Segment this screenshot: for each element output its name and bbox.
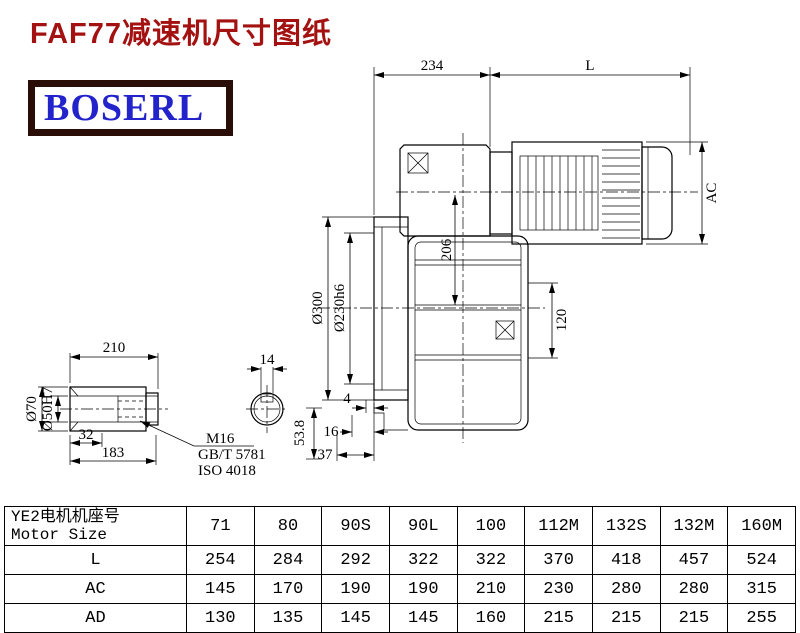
value-cell: 135 <box>253 603 323 633</box>
thread-standard-iso-label: ISO 4018 <box>198 463 256 479</box>
value-cell: 254 <box>186 545 255 575</box>
page-title: FAF77减速机尺寸图纸 <box>30 18 333 50</box>
value-cell: 524 <box>727 545 796 575</box>
dim-14-label: 14 <box>260 352 276 368</box>
dim-bottom-offsets: 4 16 37 53.8 <box>292 391 388 463</box>
row-label-AD: AD <box>4 603 187 633</box>
motor-frame-90L: 90L <box>388 506 458 546</box>
value-cell: 145 <box>321 603 390 633</box>
dim-206-label: 206 <box>439 238 455 261</box>
table-row-L: L 254 284 292 322 322 370 418 457 524 <box>4 545 796 575</box>
dim-183-label: 183 <box>102 445 125 461</box>
value-cell: 322 <box>388 545 458 575</box>
motor <box>489 141 673 245</box>
motor-frame-112M: 112M <box>524 506 593 546</box>
dim-53-8-label: 53.8 <box>292 420 308 446</box>
motor-frame-90S: 90S <box>321 506 390 546</box>
output-shaft-detail <box>69 386 159 432</box>
value-cell: 418 <box>591 545 661 575</box>
dim-AC: AC <box>646 141 720 245</box>
motor-size-header-en: Motor Size <box>11 526 108 544</box>
motor-size-header-cn: YE2电机机座号 <box>11 507 120 526</box>
row-label-L: L <box>4 545 187 575</box>
value-cell: 322 <box>456 545 526 575</box>
value-cell: 190 <box>388 574 458 604</box>
value-cell: 255 <box>727 603 796 633</box>
dim-230h6-label: Ø230h6 <box>332 283 348 332</box>
dim-50H7-label: Ø50H7 <box>40 386 56 431</box>
dim-206: 206 <box>439 195 458 305</box>
value-cell: 170 <box>253 574 323 604</box>
value-cell: 160 <box>456 603 526 633</box>
dim-flange-diameters: Ø300 Ø230h6 <box>310 216 374 401</box>
value-cell: 457 <box>659 545 729 575</box>
dim-70-label: Ø70 <box>24 396 40 422</box>
motor-frame-132M: 132M <box>659 506 729 546</box>
value-cell: 370 <box>524 545 593 575</box>
value-cell: 230 <box>524 574 593 604</box>
dim-16-label: 16 <box>324 424 340 440</box>
dim-32-label: 32 <box>79 427 94 443</box>
dim-37-label: 37 <box>318 447 334 463</box>
shaft-end-view <box>250 392 284 426</box>
value-cell: 315 <box>727 574 796 604</box>
motor-dimension-table: YE2电机机座号 Motor Size 71 80 90S 90L 100 11… <box>4 506 796 633</box>
motor-size-header-cell: YE2电机机座号 Motor Size <box>4 506 187 546</box>
motor-frame-160M: 160M <box>727 506 796 546</box>
dim-300-label: Ø300 <box>310 291 326 324</box>
value-cell: 190 <box>321 574 390 604</box>
value-cell: 215 <box>591 603 661 633</box>
motor-frame-132S: 132S <box>591 506 661 546</box>
dim-120: 120 <box>528 282 570 359</box>
gearbox-dimension-drawing: 234 L AC 206 Ø300 Ø230h6 120 <box>24 58 720 479</box>
table-row-AC: AC 145 170 190 190 210 230 280 280 315 <box>4 574 796 604</box>
thread-standard-gb-label: GB/T 5781 <box>198 447 266 463</box>
table-header-row: YE2电机机座号 Motor Size 71 80 90S 90L 100 11… <box>4 506 796 546</box>
value-cell: 292 <box>321 545 390 575</box>
dim-shaft-detail: 210 Ø70 Ø50H7 32 183 M16 GB/T 5781 ISO 4… <box>24 340 266 479</box>
row-label-AC: AC <box>4 574 187 604</box>
value-cell: 145 <box>186 574 255 604</box>
value-cell: 210 <box>456 574 526 604</box>
dim-AC-label: AC <box>704 183 720 204</box>
motor-frame-71: 71 <box>186 506 255 546</box>
thread-M16-label: M16 <box>206 431 235 447</box>
gearbox-housing <box>399 144 529 431</box>
value-cell: 215 <box>524 603 593 633</box>
boserl-logo: BOSERL <box>28 80 233 136</box>
dim-234-label: 234 <box>421 58 444 74</box>
dim-4-label: 4 <box>343 391 351 407</box>
dim-120-label: 120 <box>554 309 570 332</box>
value-cell: 284 <box>253 545 323 575</box>
center-lines <box>60 133 698 443</box>
table-row-AD: AD 130 135 145 145 160 215 215 215 255 <box>4 603 796 633</box>
value-cell: 145 <box>388 603 458 633</box>
value-cell: 280 <box>659 574 729 604</box>
mounting-flange <box>373 216 409 431</box>
motor-frame-80: 80 <box>253 506 323 546</box>
motor-frame-100: 100 <box>456 506 526 546</box>
value-cell: 130 <box>186 603 255 633</box>
dim-210-label: 210 <box>103 340 126 356</box>
value-cell: 215 <box>659 603 729 633</box>
dim-keyway-14: 14 <box>247 352 287 393</box>
value-cell: 280 <box>591 574 661 604</box>
dim-234-L: 234 L <box>373 58 691 215</box>
boserl-logo-text: BOSERL <box>44 87 205 129</box>
dim-L-label: L <box>585 58 594 74</box>
